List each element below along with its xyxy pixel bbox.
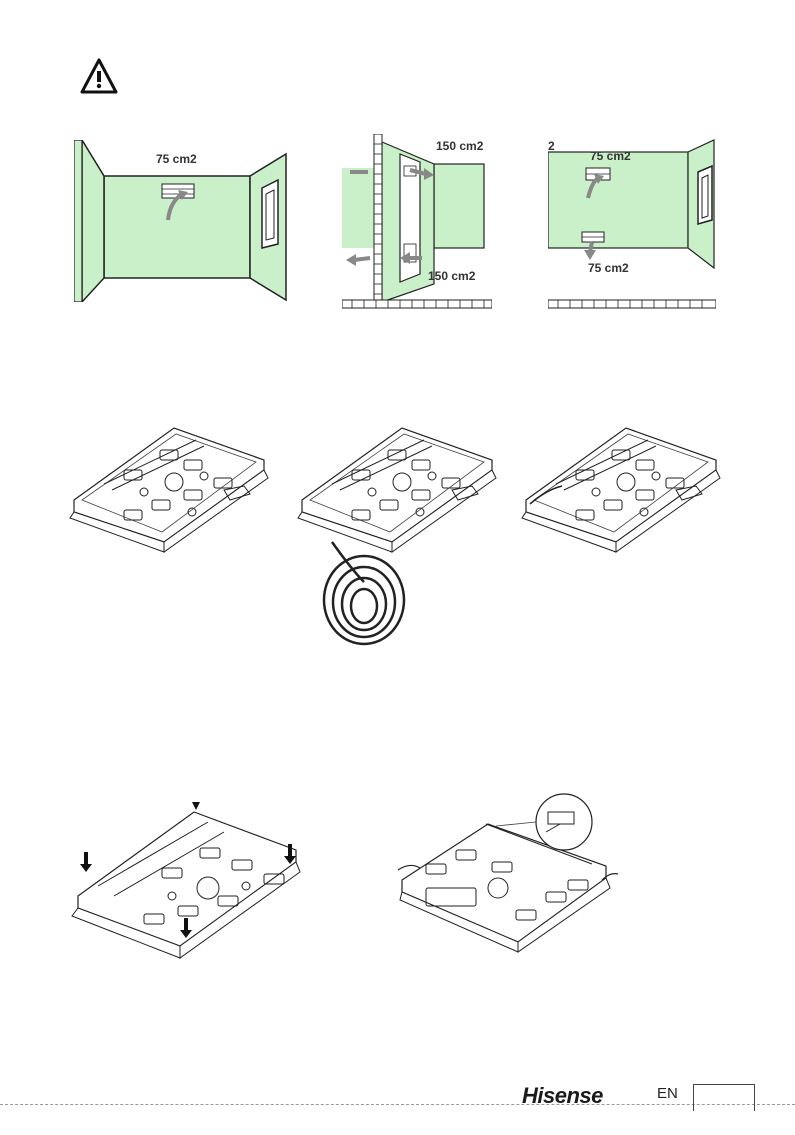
ventilation-room-figure-3: 2 75 cm2 75 cm2 — [548, 138, 716, 314]
hob-underside-seal-applied-illustration — [516, 420, 746, 560]
ventilation-room-figure-2: 150 cm2 150 cm2 — [342, 134, 492, 314]
hob-underside-with-seal-illustration — [292, 420, 507, 660]
vent-area-bottom-label: 150 cm2 — [428, 269, 476, 283]
language-code: EN — [657, 1085, 678, 1102]
vent-area-bottom-label: 75 cm2 — [588, 261, 629, 275]
seal-tape-roll-icon — [324, 542, 404, 644]
footer-divider — [0, 1104, 795, 1105]
hob-clamp-detail-illustration — [396, 792, 626, 972]
hob-underside-illustration-1 — [64, 420, 279, 560]
vent-area-label: 75 cm2 — [156, 152, 197, 166]
brand-logo: Hisense — [522, 1083, 603, 1109]
magnifier-detail-icon — [536, 794, 592, 850]
vent-area-top-label: 150 cm2 — [436, 139, 484, 153]
warning-triangle-icon — [80, 58, 118, 94]
ventilation-room-figure-1: 75 cm2 — [74, 140, 290, 302]
page-number-box — [693, 1084, 755, 1111]
vent-partial-label: 2 — [548, 139, 555, 153]
vent-area-top-label: 75 cm2 — [590, 149, 631, 163]
hob-clamp-positions-illustration — [68, 800, 328, 980]
